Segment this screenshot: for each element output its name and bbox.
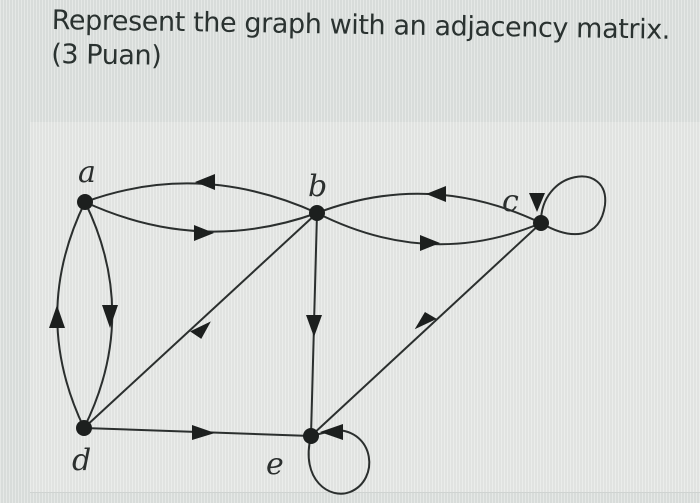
- arrow-a-to-b-icon: [194, 225, 214, 241]
- node-e: [303, 428, 319, 444]
- edge-a-to-b: [84, 201, 318, 233]
- graph-panel: [30, 122, 700, 493]
- edge-c-loop: [539, 175, 607, 236]
- edge-e-to-c: [310, 222, 542, 437]
- arrow-d-to-e-icon: [192, 425, 215, 440]
- node-label-e: e: [266, 447, 284, 482]
- arrow-b-to-e-icon: [306, 315, 322, 337]
- node-b: [309, 205, 325, 221]
- edge-d-to-a: [56, 201, 86, 429]
- edge-b-to-a: [84, 182, 318, 214]
- arrow-e-loop-icon: [320, 424, 343, 440]
- node-c: [533, 215, 549, 231]
- node-a: [77, 194, 93, 210]
- arrow-c-loop-icon: [529, 193, 545, 212]
- edge-e-loop: [307, 428, 371, 495]
- arrow-d-to-a-icon: [49, 305, 65, 328]
- arrow-b-to-d-icon: [190, 321, 211, 339]
- arrow-e-to-c-icon: [414, 312, 437, 330]
- node-label-a: a: [78, 155, 96, 190]
- arrow-b-to-c-icon: [420, 235, 440, 251]
- node-d: [76, 420, 92, 436]
- edge-b-to-d: [83, 212, 318, 429]
- arrow-b-to-a-icon: [195, 174, 215, 190]
- arrow-a-to-d-icon: [102, 305, 118, 328]
- node-label-c: c: [502, 184, 519, 219]
- node-label-d: d: [72, 443, 91, 478]
- node-label-b: b: [308, 169, 327, 204]
- arrow-c-to-b-icon: [426, 186, 446, 202]
